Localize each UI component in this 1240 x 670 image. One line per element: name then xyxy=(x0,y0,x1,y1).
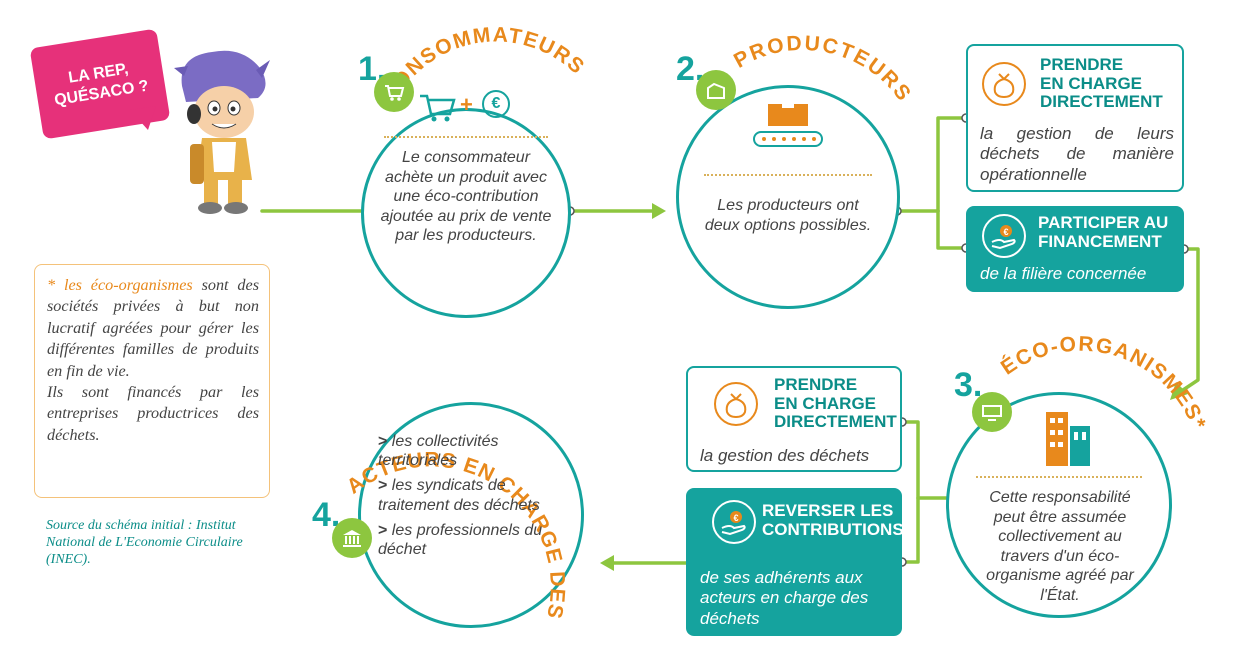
option-title-line1: PARTICIPER AU xyxy=(1038,213,1169,232)
option-title-line3: DIRECTEMENT xyxy=(774,412,897,432)
factory-badge-icon xyxy=(696,70,736,110)
option-prendre-en-charge-producteurs: PRENDRE EN CHARGE DIRECTEMENT la gestion… xyxy=(966,44,1184,192)
option-title-line2: EN CHARGE xyxy=(1040,73,1143,93)
step4-arc-title: ACTEURS EN CHARGE DES DÉCHETS xyxy=(318,342,568,621)
option-desc: de ses adhérents aux acteurs en charge d… xyxy=(700,568,869,628)
list-item: > les collectivités territoriales xyxy=(378,433,499,470)
footnote-text-1: sont des sociétés privées à but non lucr… xyxy=(47,276,259,380)
svg-text:€: € xyxy=(1003,227,1008,237)
trash-bag-icon xyxy=(714,382,758,426)
plus-sign: + xyxy=(460,92,473,117)
source-credit: Source du schéma initial : Institut Nati… xyxy=(46,518,243,567)
option-title-line2: FINANCEMENT xyxy=(1038,231,1162,251)
option-desc: la gestion de leurs déchets de manière o… xyxy=(980,124,1174,184)
conveyor-icon xyxy=(753,104,823,147)
circle-acteurs xyxy=(358,402,584,628)
hand-euro-icon: € xyxy=(712,500,756,544)
step2-separator xyxy=(704,174,872,176)
option-title-line2: CONTRIBUTIONS xyxy=(762,519,904,539)
shopping-cart-icon xyxy=(420,94,456,122)
footnote-text-2: Ils sont financés par les entreprises pr… xyxy=(47,382,259,444)
step1-text: Le consommateur achète un produit avec u… xyxy=(380,149,552,245)
trash-bag-icon xyxy=(982,62,1026,106)
circle-consommateurs xyxy=(361,108,571,318)
step3-separator xyxy=(976,476,1142,478)
option-desc: de la filière concernée xyxy=(980,264,1147,283)
option-financement: € PARTICIPER AU FINANCEMENT de la filièr… xyxy=(966,206,1184,292)
list-item: > les professionnels du déchet xyxy=(378,521,543,558)
screen-badge-icon xyxy=(972,392,1012,432)
footnote-box: * les éco-organismes sont des sociétés p… xyxy=(34,264,270,498)
svg-text:€: € xyxy=(733,513,738,523)
option-title-line2: EN CHARGE xyxy=(774,393,877,413)
option-reverser-contributions: € REVERSER LES CONTRIBUTIONS de ses adhé… xyxy=(686,488,904,636)
option-prendre-en-charge-eco: PRENDRE EN CHARGE DIRECTEMENT la gestion… xyxy=(686,366,902,472)
step2-text: Les producteurs ont deux options possibl… xyxy=(704,197,872,234)
option-desc: la gestion des déchets xyxy=(700,446,870,465)
footnote-highlight: * les éco-organismes xyxy=(47,276,193,294)
option-title-line1: REVERSER LES xyxy=(762,501,894,520)
buildings-icon xyxy=(1046,412,1090,466)
cart-badge-icon xyxy=(374,72,414,112)
option-title-line1: PRENDRE xyxy=(774,375,858,394)
hand-euro-icon: € xyxy=(982,214,1026,258)
euro-icon: € xyxy=(482,90,510,118)
step4-list: > les collectivités territoriales > les … xyxy=(378,432,578,565)
option-title-line1: PRENDRE xyxy=(1040,55,1124,74)
step1-separator xyxy=(384,136,548,138)
bubble-tail xyxy=(130,106,156,130)
step3-text: Cette responsabilité peut être assumée c… xyxy=(986,489,1134,604)
bank-badge-icon xyxy=(332,518,372,558)
mascot-illustration xyxy=(174,50,270,214)
option-title-line3: DIRECTEMENT xyxy=(1040,92,1163,112)
list-item: > les syndicats de traitement des déchet… xyxy=(378,477,540,514)
